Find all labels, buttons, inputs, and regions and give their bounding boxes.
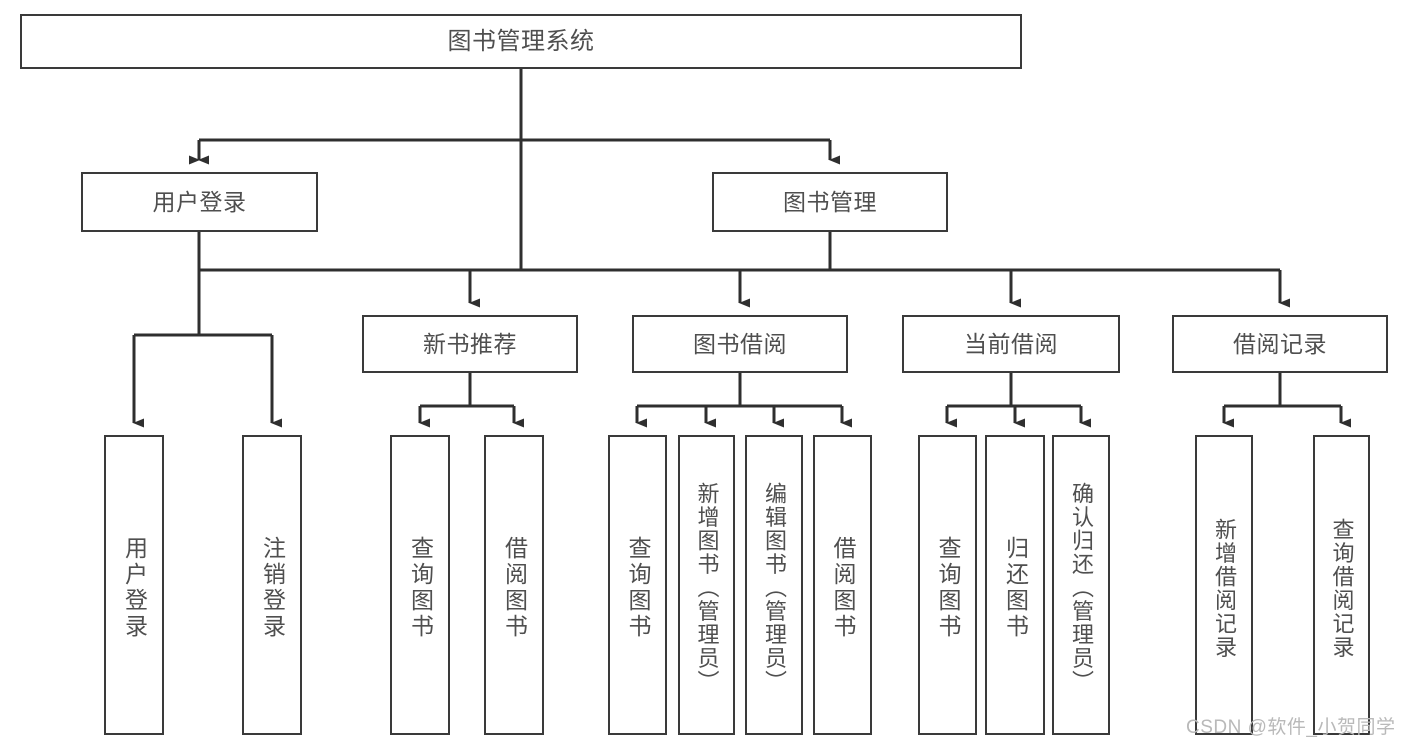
node-leaf-borrow-book-2-label: 借阅图书 [830,536,856,640]
node-book-management[interactable]: 图书管理 [712,172,948,232]
node-leaf-add-record[interactable]: 新增借阅记录 [1195,435,1253,735]
node-leaf-query-book-2[interactable]: 查询图书 [608,435,667,735]
node-leaf-borrow-book-2[interactable]: 借阅图书 [813,435,872,735]
node-leaf-query-book-2-label: 查询图书 [625,536,651,640]
node-new-book-recommend[interactable]: 新书推荐 [362,315,578,373]
node-leaf-add-book[interactable]: 新增图书（管理员） [678,435,735,735]
node-leaf-return-book[interactable]: 归还图书 [985,435,1045,735]
node-book-borrow-label: 图书借阅 [693,330,787,357]
node-leaf-query-book-1-label: 查询图书 [407,536,434,640]
node-leaf-user-login[interactable]: 用户登录 [104,435,164,735]
node-borrow-record-label: 借阅记录 [1233,330,1327,357]
node-leaf-user-login-label: 用户登录 [121,536,148,640]
node-leaf-edit-book[interactable]: 编辑图书（管理员） [745,435,803,735]
node-root-label: 图书管理系统 [447,27,595,55]
node-root[interactable]: 图书管理系统 [20,14,1022,69]
node-leaf-query-record-label: 查询借阅记录 [1329,517,1355,659]
node-leaf-borrow-book-1-label: 借阅图书 [501,536,528,640]
node-current-borrow-label: 当前借阅 [964,330,1058,357]
node-leaf-borrow-book-1[interactable]: 借阅图书 [484,435,544,735]
node-borrow-record[interactable]: 借阅记录 [1172,315,1388,373]
node-user-login[interactable]: 用户登录 [81,172,318,232]
node-leaf-query-book-1[interactable]: 查询图书 [390,435,450,735]
node-leaf-logout-login-label: 注销登录 [259,536,286,640]
node-book-management-label: 图书管理 [783,188,877,215]
node-leaf-logout-login[interactable]: 注销登录 [242,435,302,735]
node-current-borrow[interactable]: 当前借阅 [902,315,1120,373]
node-leaf-return-book-label: 归还图书 [1002,536,1029,640]
node-leaf-edit-book-label: 编辑图书（管理员） [762,482,787,694]
watermark-text: CSDN @软件_小贺同学 [1186,717,1396,738]
node-leaf-confirm-return-label: 确认归还（管理员） [1069,482,1094,694]
node-user-login-label: 用户登录 [152,188,247,215]
node-book-borrow[interactable]: 图书借阅 [632,315,848,373]
node-leaf-query-book-3[interactable]: 查询图书 [918,435,977,735]
node-leaf-add-record-label: 新增借阅记录 [1212,517,1237,659]
node-leaf-confirm-return[interactable]: 确认归还（管理员） [1052,435,1110,735]
node-leaf-query-book-3-label: 查询图书 [935,536,961,640]
node-new-book-recommend-label: 新书推荐 [423,330,517,357]
node-leaf-add-book-label: 新增图书（管理员） [694,482,720,694]
node-leaf-query-record[interactable]: 查询借阅记录 [1313,435,1370,735]
